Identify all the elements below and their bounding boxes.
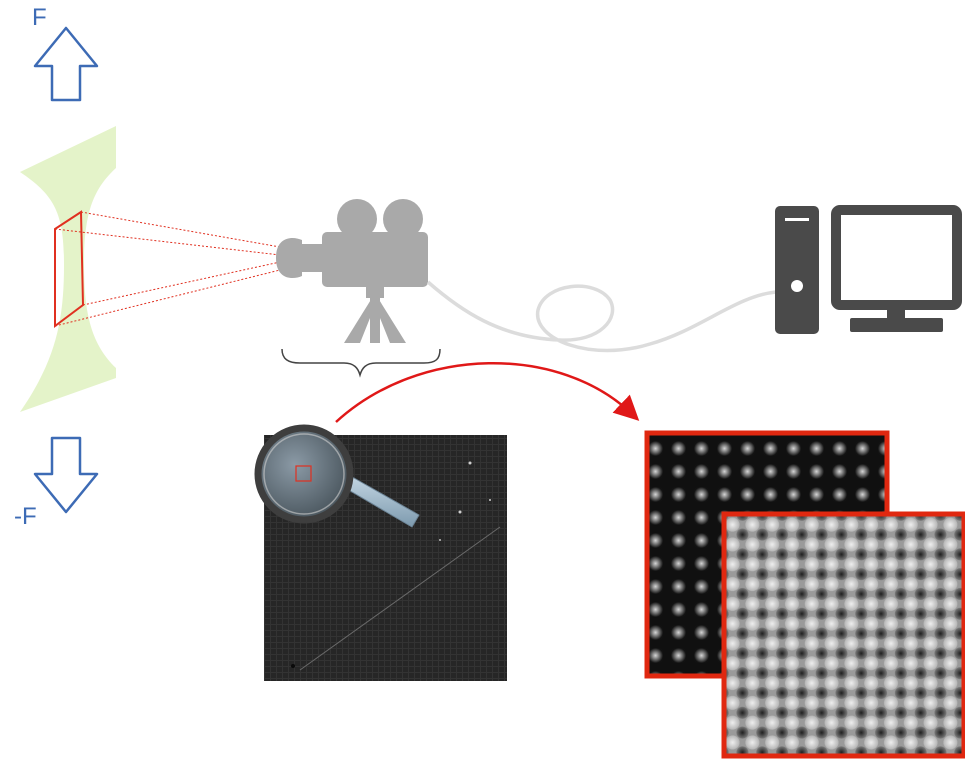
force-label-top: F: [32, 4, 47, 31]
zoomed-checker-pattern: [721, 511, 965, 759]
computer-icon: [775, 205, 962, 334]
magnifying-glass-icon: [254, 424, 420, 528]
camera-icon: [276, 199, 428, 343]
camera-cable: [426, 280, 777, 353]
tensile-specimen: [20, 126, 116, 412]
camera-view-lines: [54, 211, 281, 327]
force-label-bottom: -F: [14, 503, 37, 530]
force-arrow-down-icon: [33, 436, 99, 514]
zoom-transfer-arrow: [335, 361, 640, 423]
camera-brace: [281, 348, 441, 378]
force-arrow-up-icon: [33, 26, 99, 102]
